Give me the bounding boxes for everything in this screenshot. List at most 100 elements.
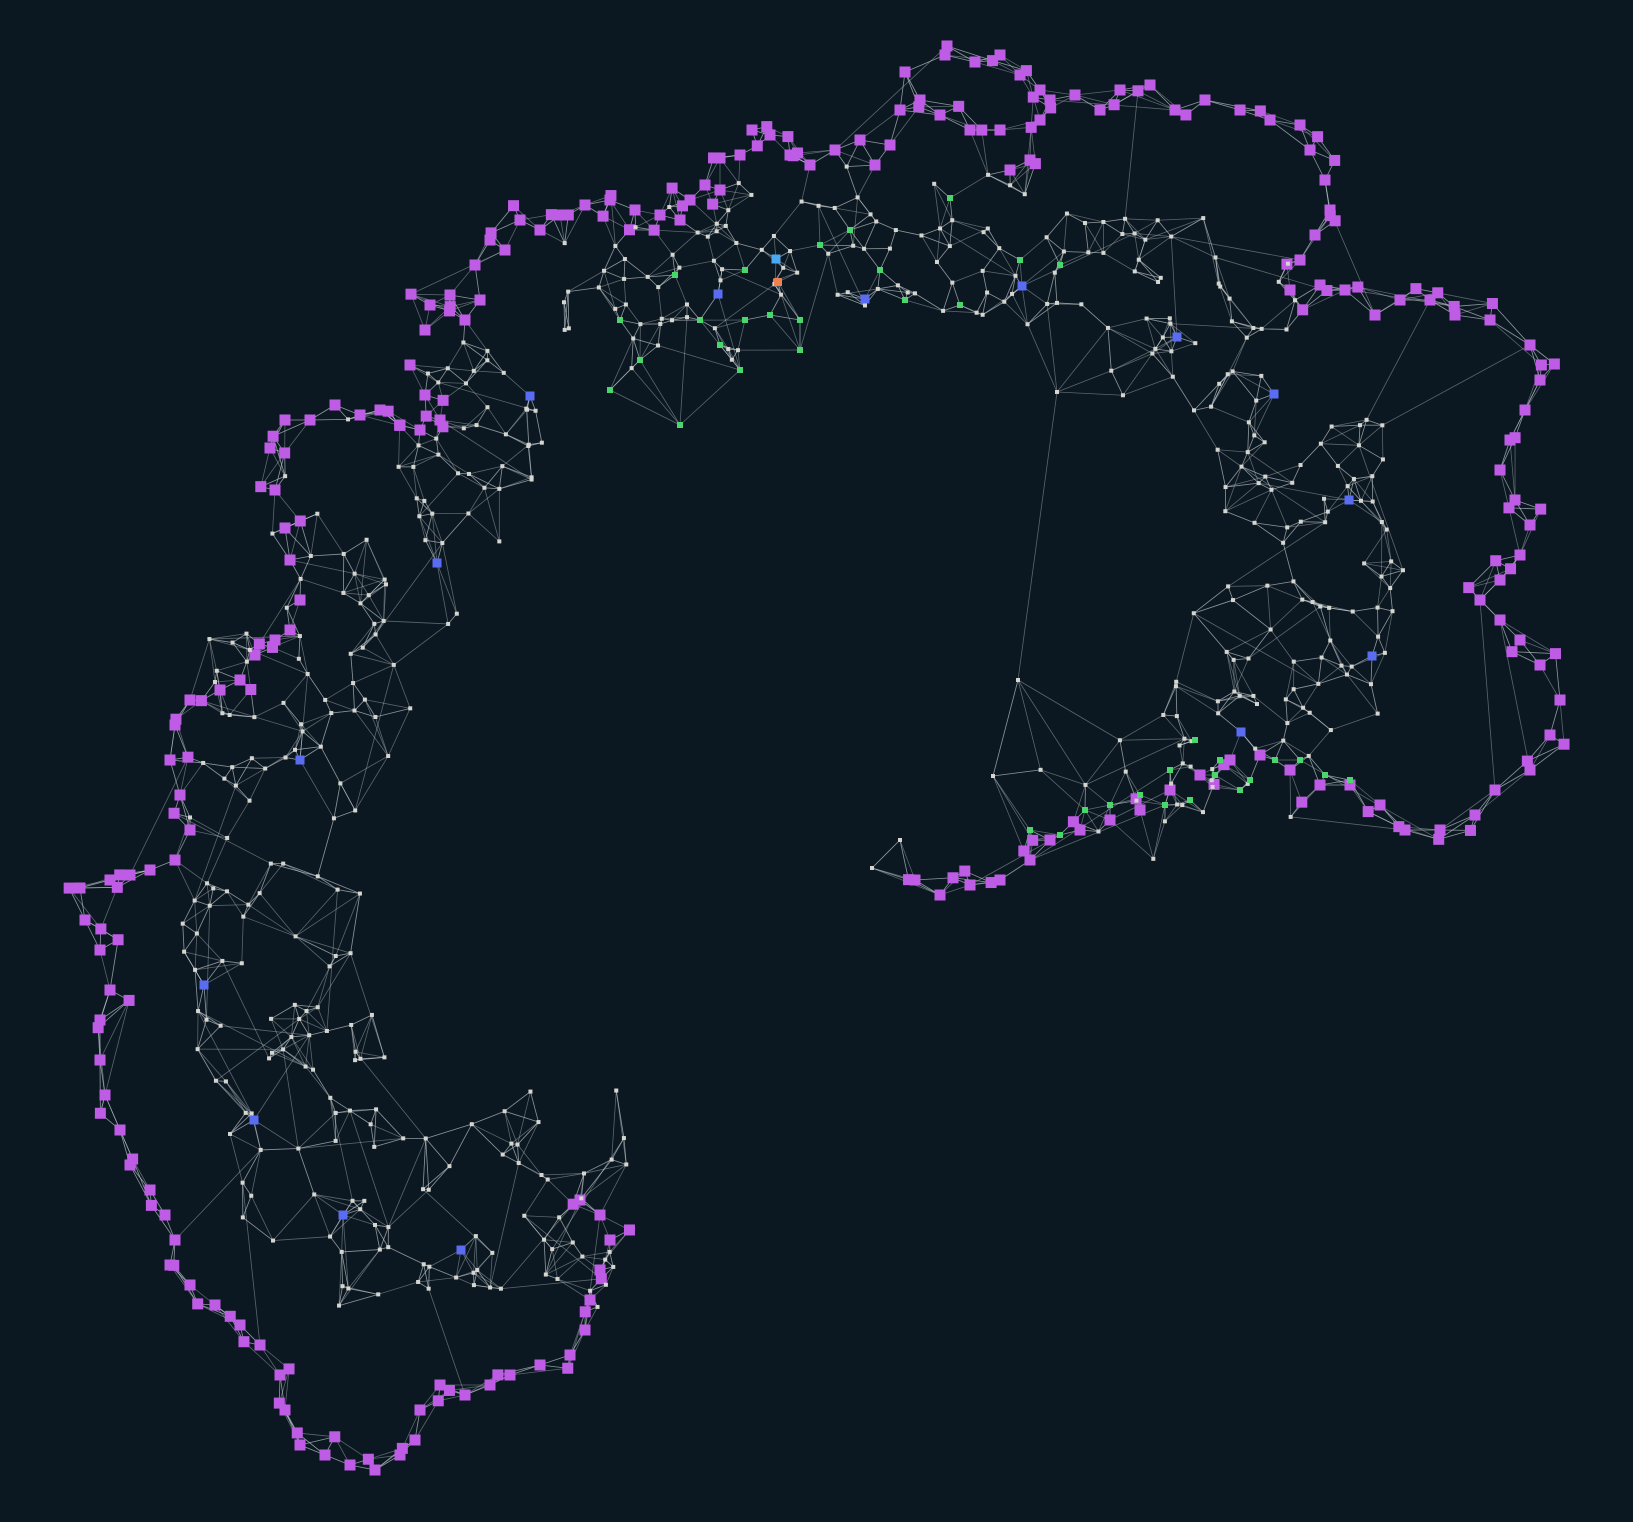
graph-node-inner[interactable] bbox=[427, 1264, 432, 1269]
graph-node-outer[interactable] bbox=[676, 200, 688, 212]
graph-node-inner[interactable] bbox=[1174, 679, 1179, 684]
graph-node-inner[interactable] bbox=[414, 496, 419, 501]
graph-node-inner[interactable] bbox=[1237, 693, 1242, 698]
graph-node-outer[interactable] bbox=[884, 139, 896, 151]
graph-node-outer[interactable] bbox=[79, 914, 91, 926]
graph-node-inner[interactable] bbox=[781, 265, 786, 270]
graph-node-inner[interactable] bbox=[1188, 764, 1193, 769]
graph-node-inner[interactable] bbox=[1256, 481, 1261, 486]
graph-node-inner[interactable] bbox=[1151, 856, 1156, 861]
graph-node-outer[interactable] bbox=[1312, 131, 1324, 143]
graph-node-inner[interactable] bbox=[1328, 638, 1333, 643]
graph-node-outer[interactable] bbox=[94, 1107, 106, 1119]
graph-node-green[interactable] bbox=[1107, 802, 1113, 808]
graph-node-inner[interactable] bbox=[629, 366, 634, 371]
graph-node-inner[interactable] bbox=[1291, 579, 1296, 584]
graph-node-outer[interactable] bbox=[913, 101, 925, 113]
graph-node-inner[interactable] bbox=[249, 1193, 254, 1198]
graph-node-inner[interactable] bbox=[1328, 728, 1333, 733]
graph-node-inner[interactable] bbox=[887, 246, 892, 251]
graph-node-inner[interactable] bbox=[333, 954, 338, 959]
graph-node-inner[interactable] bbox=[562, 241, 567, 246]
graph-node-inner[interactable] bbox=[1357, 423, 1362, 428]
graph-node-inner[interactable] bbox=[677, 265, 682, 270]
graph-node-inner[interactable] bbox=[362, 697, 367, 702]
graph-node-inner[interactable] bbox=[1230, 598, 1235, 603]
graph-node-outer[interactable] bbox=[629, 204, 641, 216]
graph-node-outer[interactable] bbox=[92, 1022, 104, 1034]
graph-node-green[interactable] bbox=[742, 317, 748, 323]
graph-node-inner[interactable] bbox=[1169, 349, 1174, 354]
graph-node-inner[interactable] bbox=[333, 1110, 338, 1115]
graph-node-outer[interactable] bbox=[168, 807, 180, 819]
graph-node-outer[interactable] bbox=[114, 869, 126, 881]
graph-node-inner[interactable] bbox=[501, 370, 506, 375]
graph-node-inner[interactable] bbox=[368, 1122, 373, 1127]
graph-node-outer[interactable] bbox=[414, 424, 426, 436]
graph-node-inner[interactable] bbox=[281, 700, 286, 705]
graph-node-inner[interactable] bbox=[947, 244, 952, 249]
graph-node-inner[interactable] bbox=[1251, 325, 1256, 330]
graph-node-outer[interactable] bbox=[579, 1324, 591, 1336]
graph-node-outer[interactable] bbox=[253, 638, 265, 650]
graph-node-inner[interactable] bbox=[382, 1055, 387, 1060]
graph-node-inner[interactable] bbox=[220, 958, 225, 963]
graph-node-blue[interactable] bbox=[295, 755, 305, 765]
graph-node-green[interactable] bbox=[1017, 257, 1023, 263]
graph-node-inner[interactable] bbox=[938, 226, 943, 231]
graph-node-inner[interactable] bbox=[714, 229, 719, 234]
graph-node-outer[interactable] bbox=[214, 684, 226, 696]
graph-node-inner[interactable] bbox=[1319, 655, 1324, 660]
graph-node-outer[interactable] bbox=[409, 1434, 421, 1446]
graph-node-outer[interactable] bbox=[184, 824, 196, 836]
graph-node-outer[interactable] bbox=[508, 200, 520, 212]
graph-node-inner[interactable] bbox=[550, 1247, 555, 1252]
graph-node-outer[interactable] bbox=[869, 159, 881, 171]
graph-node-outer[interactable] bbox=[1558, 738, 1570, 750]
graph-node-inner[interactable] bbox=[461, 426, 466, 431]
graph-node-outer[interactable] bbox=[432, 1395, 444, 1407]
graph-node-inner[interactable] bbox=[327, 964, 332, 969]
graph-node-outer[interactable] bbox=[145, 1199, 157, 1211]
graph-node-inner[interactable] bbox=[1180, 803, 1185, 808]
graph-node-blue[interactable] bbox=[1344, 495, 1354, 505]
graph-node-inner[interactable] bbox=[1344, 672, 1349, 677]
graph-node-inner[interactable] bbox=[212, 679, 217, 684]
graph-node-outer[interactable] bbox=[238, 1336, 250, 1348]
graph-node-inner[interactable] bbox=[1335, 463, 1340, 468]
graph-node-inner[interactable] bbox=[337, 1303, 342, 1308]
graph-node-blue[interactable] bbox=[860, 294, 870, 304]
graph-node-outer[interactable] bbox=[184, 694, 196, 706]
graph-node-outer[interactable] bbox=[562, 209, 574, 221]
graph-node-blue[interactable] bbox=[432, 558, 442, 568]
graph-node-inner[interactable] bbox=[1351, 476, 1356, 481]
graph-node-inner[interactable] bbox=[297, 634, 302, 639]
graph-node-outer[interactable] bbox=[1284, 284, 1296, 296]
graph-node-outer[interactable] bbox=[294, 594, 306, 606]
graph-node-outer[interactable] bbox=[1393, 821, 1405, 833]
graph-node-outer[interactable] bbox=[761, 121, 773, 133]
graph-node-outer[interactable] bbox=[1535, 503, 1547, 515]
graph-node-inner[interactable] bbox=[373, 1222, 378, 1227]
graph-node-inner[interactable] bbox=[1325, 509, 1330, 514]
graph-node-outer[interactable] bbox=[169, 1234, 181, 1246]
graph-node-outer[interactable] bbox=[666, 182, 678, 194]
graph-node-inner[interactable] bbox=[303, 1064, 308, 1069]
graph-node-outer[interactable] bbox=[1034, 114, 1046, 126]
graph-node-inner[interactable] bbox=[735, 348, 740, 353]
graph-node-inner[interactable] bbox=[311, 1067, 316, 1072]
graph-node-outer[interactable] bbox=[1554, 694, 1566, 706]
graph-node-inner[interactable] bbox=[622, 257, 627, 262]
graph-node-inner[interactable] bbox=[1382, 650, 1387, 655]
graph-node-outer[interactable] bbox=[854, 134, 866, 146]
graph-node-outer[interactable] bbox=[267, 641, 279, 653]
graph-node-inner[interactable] bbox=[545, 1177, 550, 1182]
graph-node-outer[interactable] bbox=[1319, 174, 1331, 186]
graph-node-outer[interactable] bbox=[254, 1339, 266, 1351]
graph-node-outer[interactable] bbox=[986, 55, 998, 67]
graph-node-outer[interactable] bbox=[459, 314, 471, 326]
graph-node-outer[interactable] bbox=[604, 1234, 616, 1246]
graph-node-inner[interactable] bbox=[1254, 398, 1259, 403]
graph-node-blue[interactable] bbox=[525, 391, 535, 401]
graph-node-inner[interactable] bbox=[194, 931, 199, 936]
